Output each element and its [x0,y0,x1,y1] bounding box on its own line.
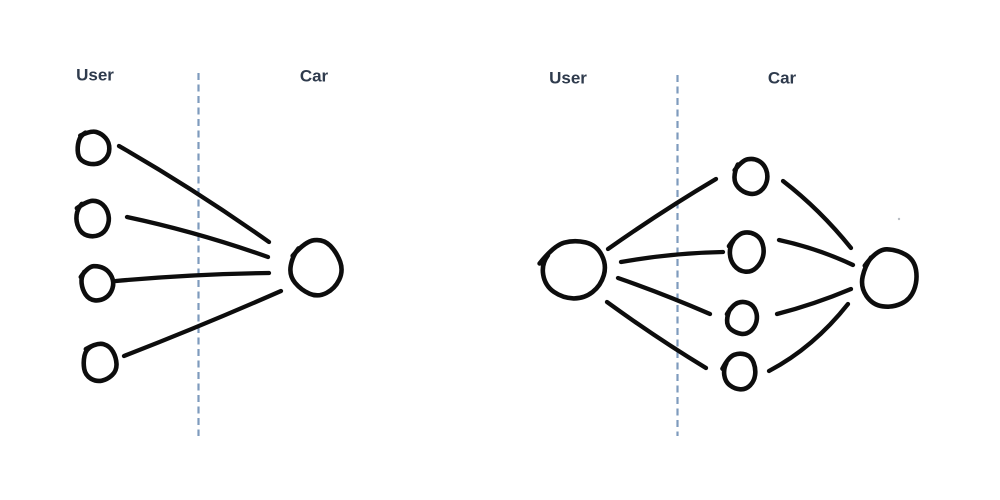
entity-node-car-4 [720,351,758,392]
entity-node-car-1 [732,156,770,197]
relationship-line-user-1-car-main [116,143,272,245]
relationship-line-user-main-car-4 [604,299,709,371]
entity-node-user-main [537,238,608,301]
diagram-user-car-one-to-many: User Car [537,69,919,436]
relationship-line-user-4-car-main [121,288,284,359]
relationship-line-user-2-car-main [124,214,271,260]
relationship-line-car-1-car-right [780,178,854,251]
entity-node-car-main [288,237,344,298]
column-label-car: Car [768,69,797,88]
relationship-line-user-main-car-3 [615,275,713,317]
relationship-line-user-main-car-2 [618,249,726,265]
relationship-line-car-3-car-right [774,286,854,317]
entity-node-car-3 [724,299,760,337]
relationship-line-car-4-car-right [766,301,851,374]
diagram-user-car-many-to-one: User Car [74,66,344,436]
column-label-user: User [549,69,587,88]
entity-node-car-2 [726,230,766,274]
pen-speck [897,217,901,221]
entity-node-car-right [859,247,919,309]
relationship-line-user-3-car-main [113,270,272,284]
relationship-line-car-2-car-right [776,237,856,268]
entity-node-user-4 [81,341,119,384]
entity-node-user-3 [78,263,116,303]
entity-node-user-1 [75,129,112,167]
column-label-car: Car [300,67,329,86]
entity-node-user-2 [74,198,112,239]
column-label-user: User [76,66,114,85]
relationship-line-user-main-car-1 [605,176,719,252]
